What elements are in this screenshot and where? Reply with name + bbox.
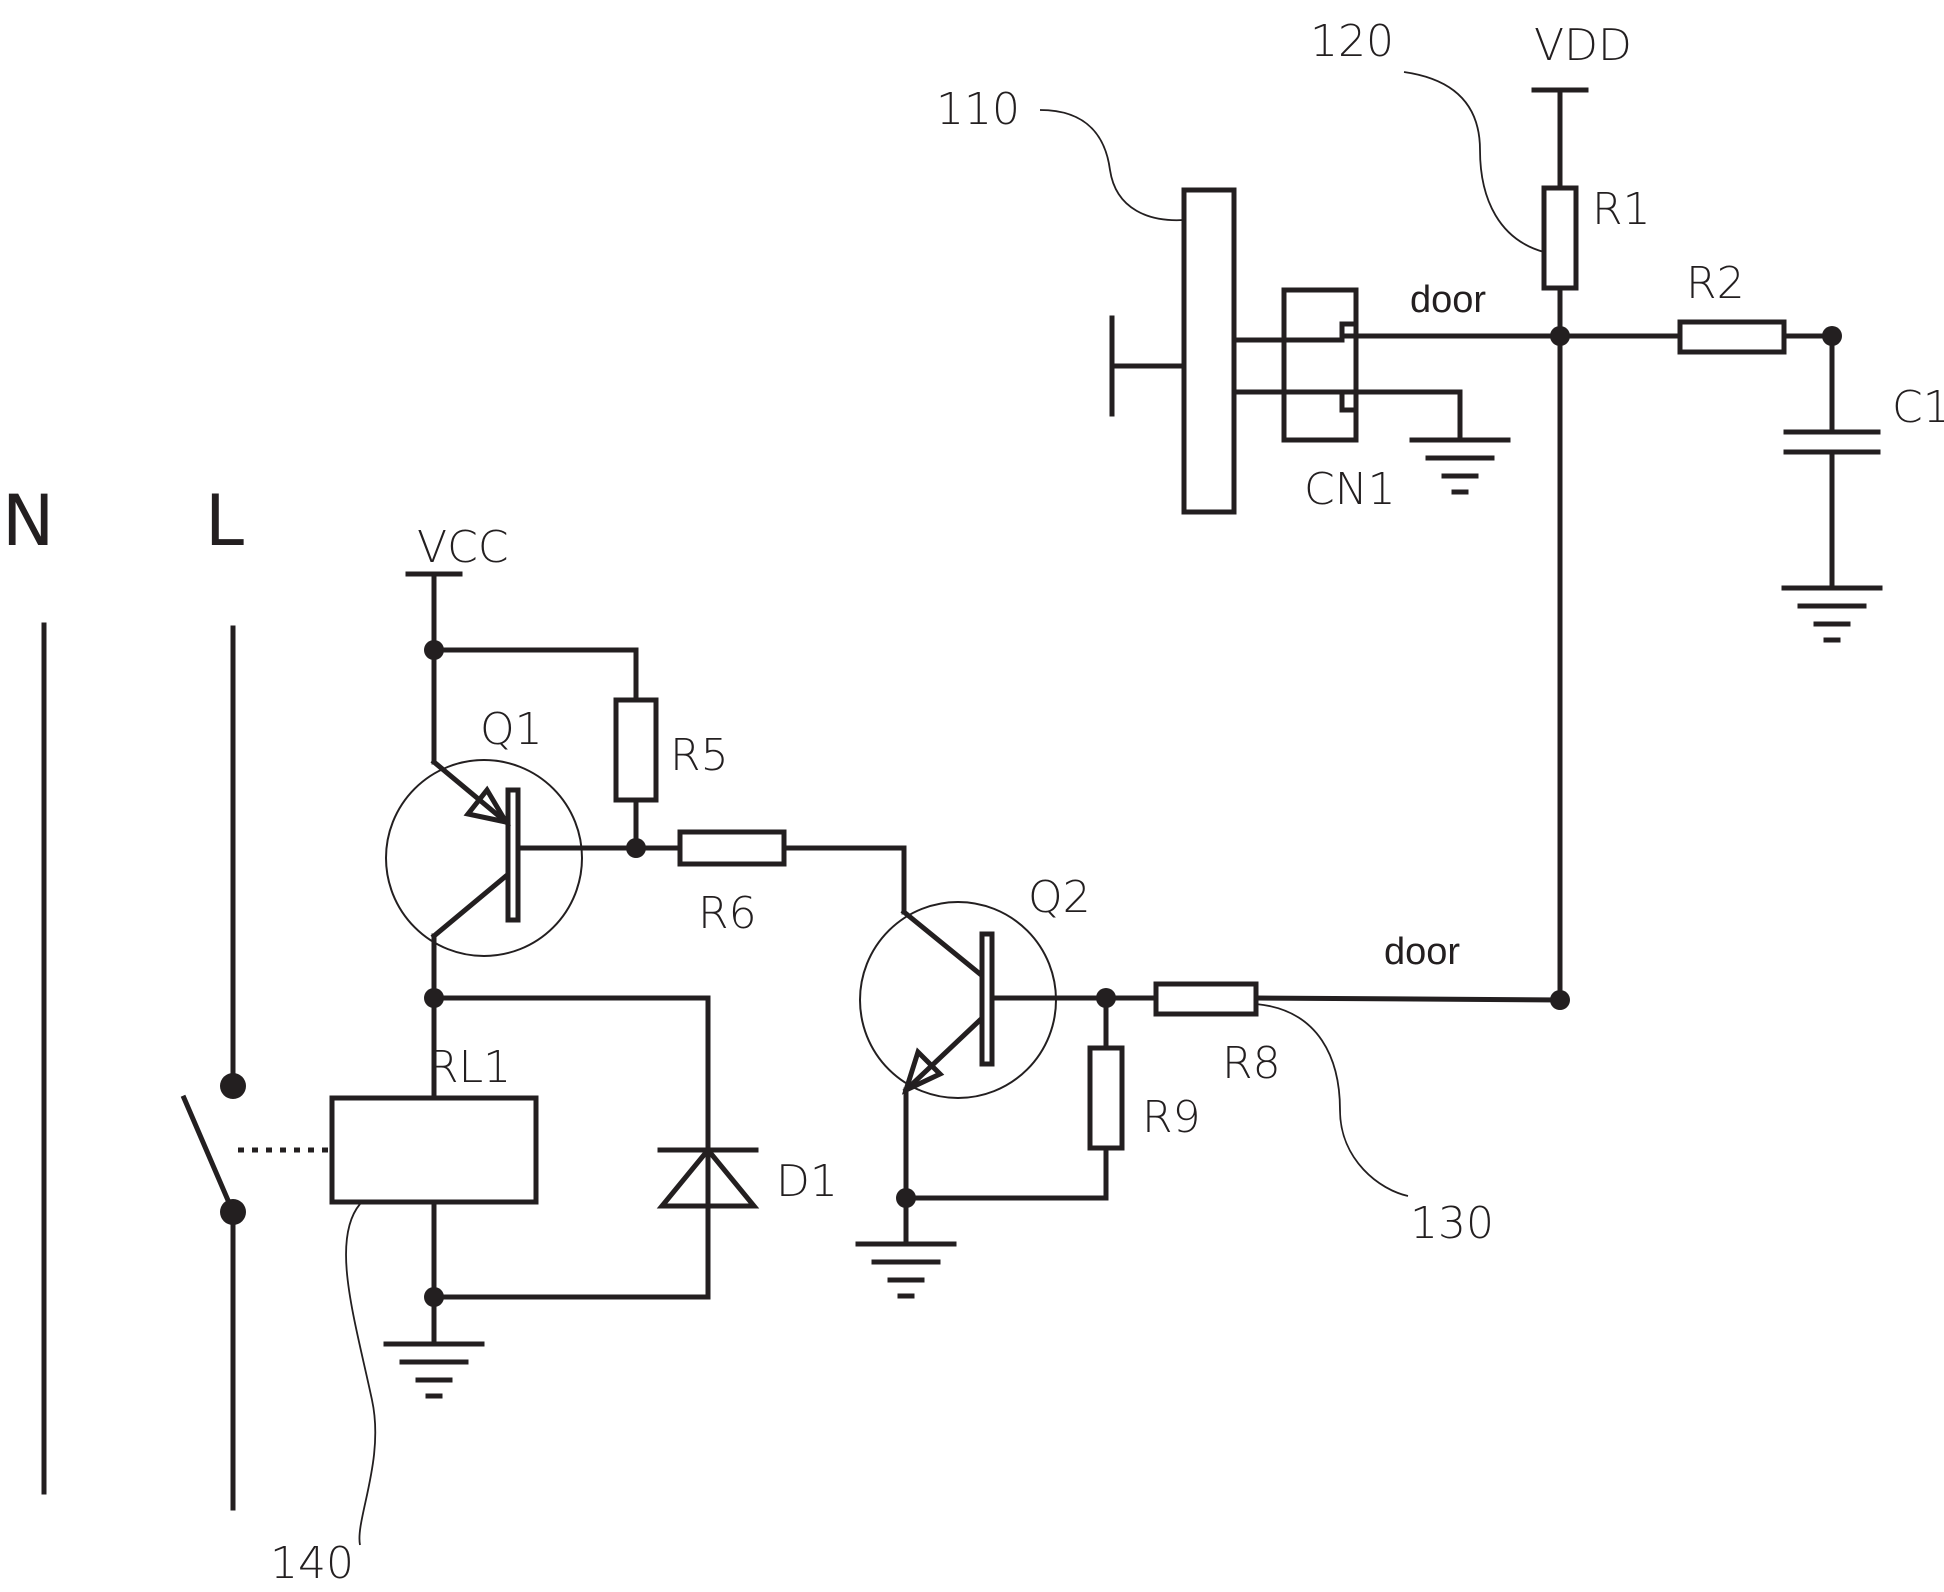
- relay-coil-rl1: [332, 1098, 536, 1202]
- connector-cn1: [1284, 290, 1356, 440]
- live-label: L: [205, 480, 244, 562]
- q1-label: Q1: [480, 704, 543, 755]
- r6-to-q2-wire: [784, 848, 904, 912]
- q2-collector-wire: [904, 912, 980, 974]
- door-net-wire-bottom: [1256, 998, 1560, 1000]
- rl1-label: RL1: [428, 1042, 511, 1093]
- cn1-pin-2: [1234, 392, 1356, 410]
- cn1-ground-wire: [1342, 392, 1460, 436]
- door-net-wire-top: [1342, 336, 1560, 340]
- door-sensor-section: VDD R1 120 R2 C1 110 CN1: [936, 16, 1944, 1000]
- vcc-label: VCC: [417, 522, 509, 573]
- relay-section: RL1 D1 140: [270, 940, 838, 1589]
- r9-bottom-wire: [906, 1148, 1106, 1198]
- resistor-r5: [616, 700, 656, 800]
- door-net-label-top: door: [1410, 279, 1486, 321]
- r6-label: R6: [698, 888, 757, 939]
- resistor-r8: [1156, 984, 1256, 1014]
- d1-label: D1: [776, 1156, 838, 1207]
- mains-section: N L: [2, 480, 330, 1508]
- vdd-label: VDD: [1534, 20, 1632, 71]
- switch-contact-top: [220, 1073, 246, 1099]
- r5-label: R5: [670, 730, 729, 781]
- ref-120-label: 120: [1310, 16, 1394, 67]
- leader-120: [1404, 72, 1544, 252]
- c1-label: C1: [1892, 382, 1944, 433]
- resistor-r2: [1680, 322, 1784, 352]
- resistor-r6: [680, 832, 784, 864]
- r2-label: R2: [1686, 258, 1745, 309]
- cn1-label: CN1: [1304, 464, 1396, 515]
- q2-section: Q2 R9 R8 door 130: [858, 872, 1570, 1296]
- leader-130: [1256, 1004, 1408, 1196]
- q2-label: Q2: [1028, 872, 1091, 923]
- r1-label: R1: [1592, 184, 1651, 235]
- neutral-label: N: [2, 480, 54, 562]
- leader-140: [346, 1204, 375, 1545]
- resistor-r9: [1090, 1048, 1122, 1148]
- leader-110: [1040, 110, 1184, 220]
- ref-140-label: 140: [270, 1538, 354, 1589]
- door-net-label-bottom: door: [1384, 931, 1460, 973]
- transistor-q1-body: [386, 760, 582, 956]
- r8-label: R8: [1222, 1038, 1281, 1089]
- relay-switch-blade: [184, 1098, 233, 1212]
- q1-collector-wire: [434, 876, 506, 936]
- door-switch-body: [1184, 190, 1234, 512]
- cn1-pin-1: [1234, 324, 1356, 340]
- ref-110-label: 110: [936, 84, 1020, 135]
- ref-130-label: 130: [1410, 1198, 1494, 1249]
- q1-section: VCC R5 Q1 R6: [386, 522, 904, 998]
- r9-label: R9: [1142, 1092, 1201, 1143]
- r5-top-wire: [434, 650, 636, 700]
- q1-base-bar: [508, 790, 518, 920]
- resistor-r1: [1544, 188, 1576, 288]
